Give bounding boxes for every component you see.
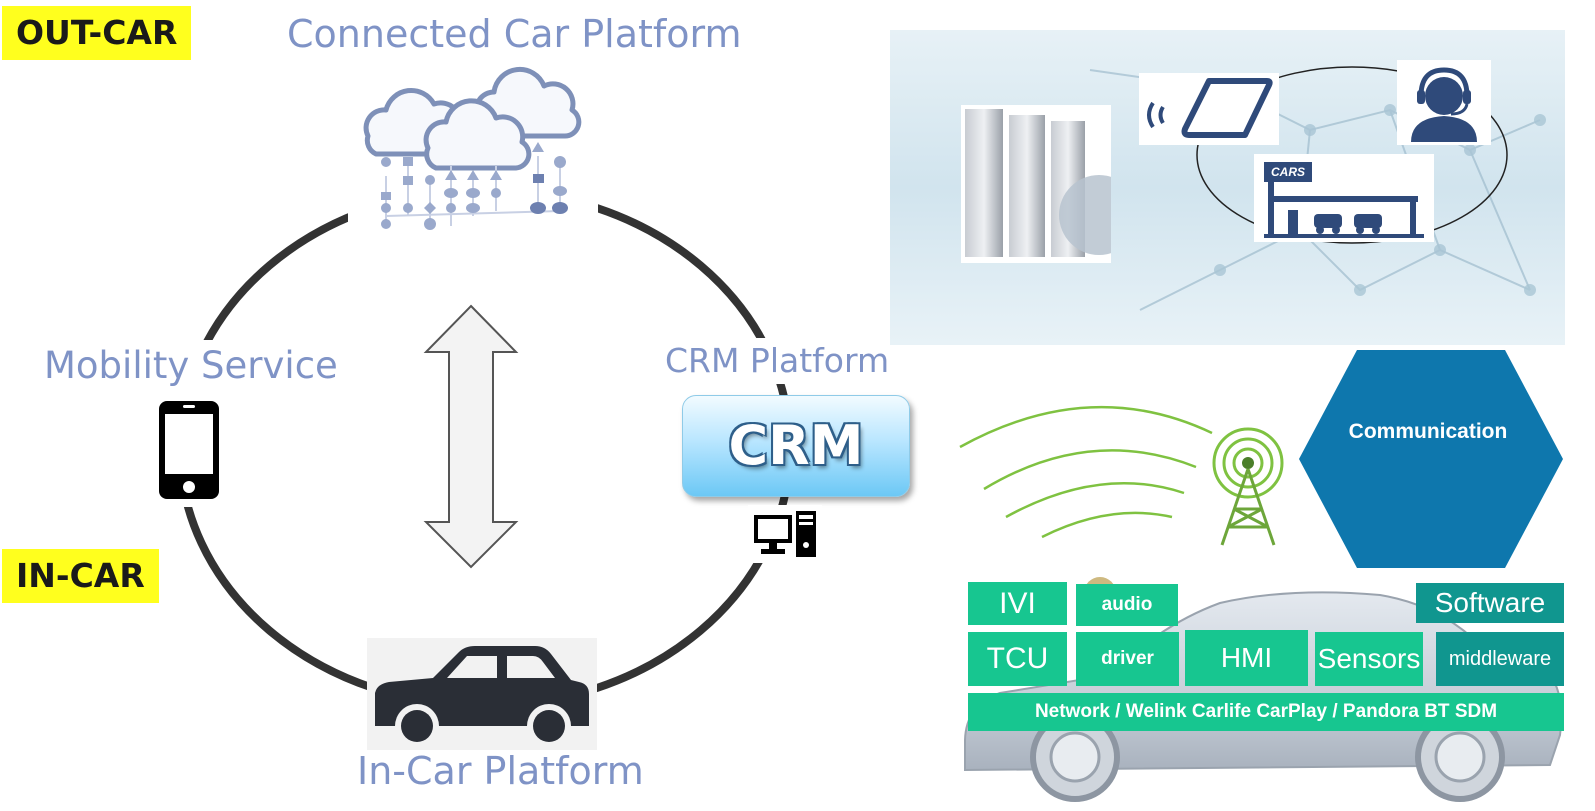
- module-tcu: TCU: [968, 632, 1067, 686]
- module-audio: audio: [1076, 584, 1178, 626]
- server-rack-icon: [961, 105, 1139, 263]
- module-software: Software: [1416, 583, 1564, 623]
- car-dealership-icon: CARS: [1254, 154, 1434, 242]
- communication-label: Communication: [1348, 420, 1508, 443]
- out-car-tag: OUT-CAR: [2, 6, 192, 60]
- crm-box: CRM: [682, 395, 910, 497]
- module-hmi: HMI: [1185, 630, 1308, 686]
- in-car-tag: IN-CAR: [2, 549, 159, 603]
- communication-hexagon: [1299, 350, 1563, 568]
- module-ivi: IVI: [968, 582, 1067, 625]
- module-driver: driver: [1076, 632, 1179, 686]
- smartphone-icon: [150, 392, 230, 507]
- desktop-computer-icon: [748, 505, 822, 563]
- connected-car-platform-label: Connected Car Platform: [287, 12, 742, 56]
- module-middleware: middleware: [1436, 632, 1564, 686]
- cloud-network-icon: [348, 66, 598, 246]
- car-icon: [367, 638, 597, 750]
- crm-platform-label: CRM Platform: [665, 338, 890, 384]
- module-network: Network / Welink Carlife CarPlay / Pando…: [968, 693, 1564, 731]
- mobility-service-label: Mobility Service: [44, 340, 338, 392]
- tablet-icon: [1139, 73, 1279, 145]
- module-sensors: Sensors: [1315, 632, 1423, 686]
- cars-sign-label: CARS: [1270, 165, 1305, 179]
- support-agent-icon: [1397, 60, 1491, 145]
- wireless-tower-icon: [959, 405, 1284, 546]
- crm-box-label: CRM: [728, 414, 864, 477]
- bidirectional-arrow: [423, 304, 519, 569]
- infrastructure-panel: CARS: [890, 30, 1565, 345]
- in-car-platform-label: In-Car Platform: [357, 749, 644, 793]
